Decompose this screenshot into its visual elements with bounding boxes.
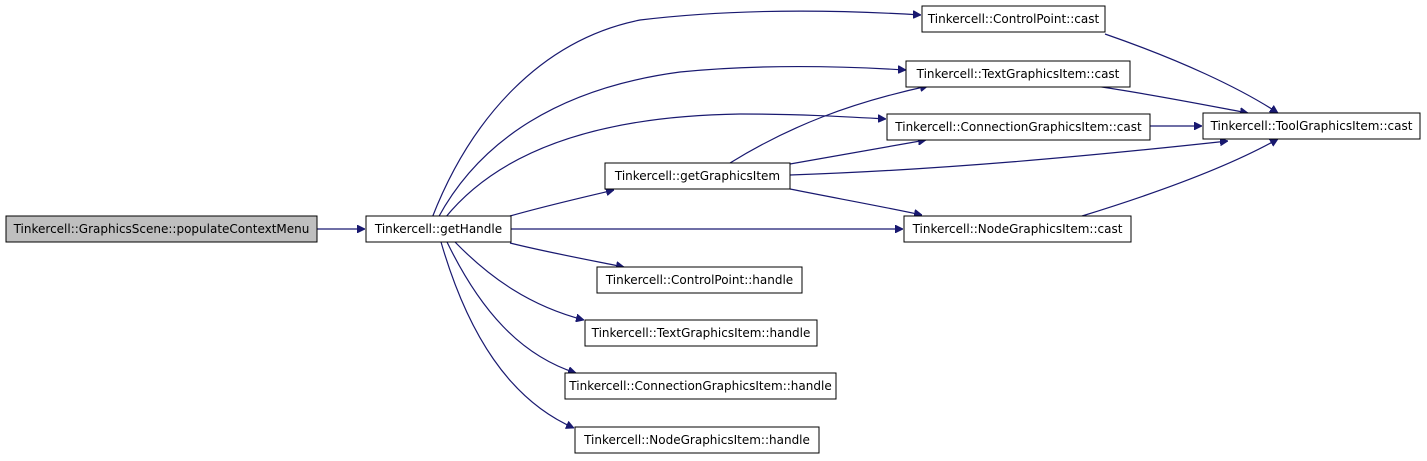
node-control-point-cast[interactable]: Tinkercell::ControlPoint::cast <box>921 5 1106 33</box>
edge-gethandle-cpcast <box>431 10 921 219</box>
node-node-graphics-item-handle[interactable]: Tinkercell::NodeGraphicsItem::handle <box>574 426 820 454</box>
node-connection-graphics-item-cast[interactable]: Tinkercell::ConnectionGraphicsItem::cast <box>886 113 1151 141</box>
node-label: Tinkercell::ControlPoint::handle <box>605 273 793 287</box>
node-connection-graphics-item-handle[interactable]: Tinkercell::ConnectionGraphicsItem::hand… <box>564 372 837 400</box>
edge-nodecast-toolcast <box>1081 138 1278 217</box>
node-tool-graphics-item-cast[interactable]: Tinkercell::ToolGraphicsItem::cast <box>1202 112 1421 140</box>
node-label: Tinkercell::TextGraphicsItem::handle <box>591 326 811 340</box>
edge-gethandle-getgraphicsitem <box>509 190 614 217</box>
node-label: Tinkercell::TextGraphicsItem::cast <box>916 67 1120 81</box>
node-label: Tinkercell::ConnectionGraphicsItem::cast <box>894 120 1142 134</box>
node-label: Tinkercell::getHandle <box>374 222 502 236</box>
node-label: Tinkercell::NodeGraphicsItem::cast <box>912 222 1123 236</box>
node-text-graphics-item-handle[interactable]: Tinkercell::TextGraphicsItem::handle <box>584 319 818 347</box>
edge-getgraphicsitem-toolcast <box>789 141 1228 176</box>
edge-gethandle-cphandle <box>509 242 624 267</box>
node-control-point-handle[interactable]: Tinkercell::ControlPoint::handle <box>596 266 803 294</box>
node-text-graphics-item-cast[interactable]: Tinkercell::TextGraphicsItem::cast <box>905 60 1131 88</box>
edge-getgraphicsitem-conncast <box>789 140 926 165</box>
node-node-graphics-item-cast[interactable]: Tinkercell::NodeGraphicsItem::cast <box>903 215 1132 243</box>
edge-cpcast-toolcast <box>1104 33 1278 114</box>
edge-gethandle-connhandle <box>446 241 576 373</box>
edge-gethandle-textcast <box>437 67 906 219</box>
node-get-graphics-item[interactable]: Tinkercell::getGraphicsItem <box>604 162 791 190</box>
edge-gethandle-conncast <box>444 113 886 219</box>
edge-getgraphicsitem-textcast <box>729 86 928 164</box>
node-label: Tinkercell::ConnectionGraphicsItem::hand… <box>568 379 831 393</box>
node-label: Tinkercell::NodeGraphicsItem::handle <box>583 433 810 447</box>
node-get-handle[interactable]: Tinkercell::getHandle <box>365 215 512 243</box>
node-label: Tinkercell::ControlPoint::cast <box>927 12 1100 26</box>
node-label: Tinkercell::GraphicsScene::populateConte… <box>13 222 310 236</box>
edge-getgraphicsitem-nodecast <box>789 188 922 215</box>
node-label: Tinkercell::getGraphicsItem <box>614 169 780 183</box>
edge-textcast-toolcast <box>1094 85 1248 113</box>
node-label: Tinkercell::ToolGraphicsItem::cast <box>1210 119 1413 133</box>
edge-gethandle-nodehandle <box>440 241 574 428</box>
node-populate-context-menu[interactable]: Tinkercell::GraphicsScene::populateConte… <box>5 215 318 243</box>
edges <box>317 10 1278 428</box>
edge-gethandle-texthandle <box>454 241 584 320</box>
